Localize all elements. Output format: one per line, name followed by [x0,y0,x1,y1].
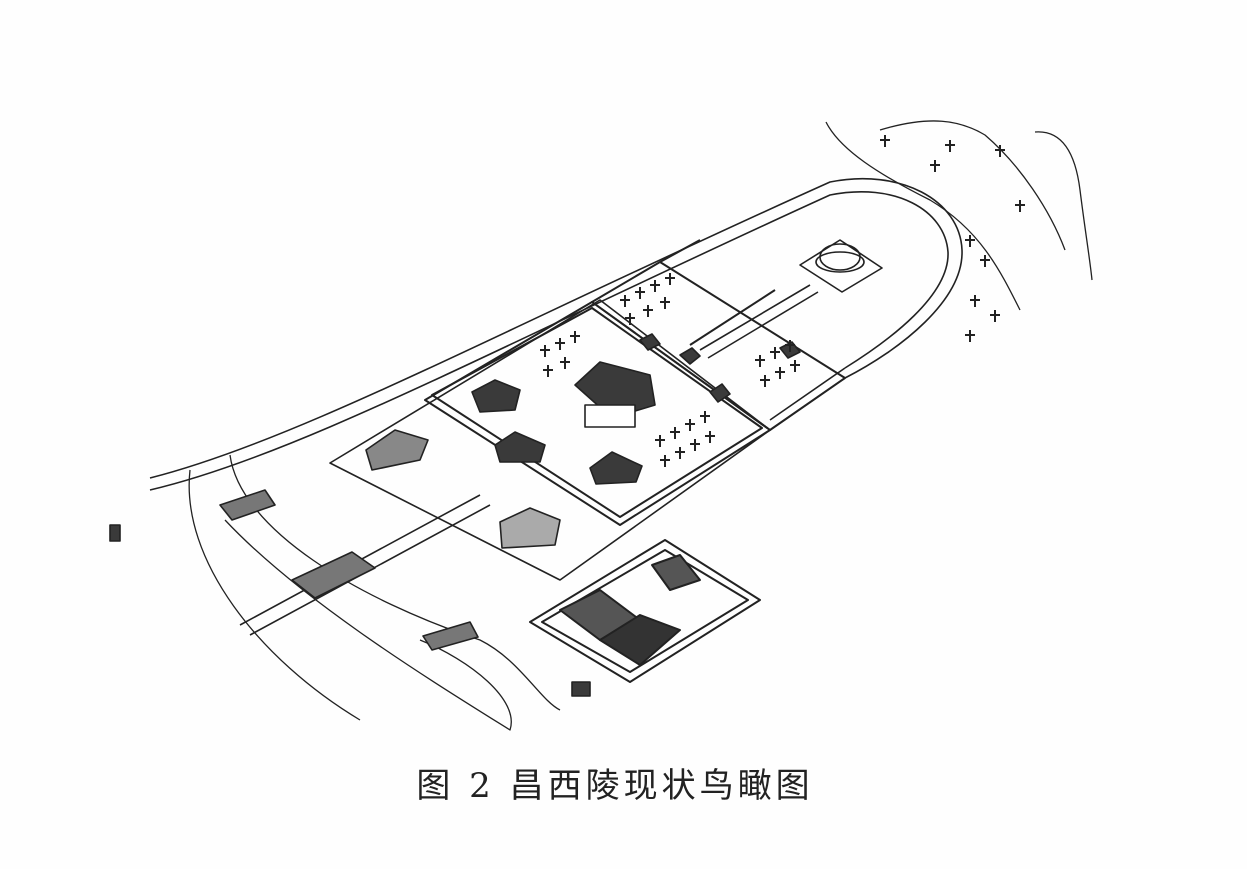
outer-wall [149,177,963,491]
hills [825,120,1093,311]
tree-mark [970,295,980,307]
tree-mark [995,145,1005,157]
tree-mark [685,419,695,431]
tree-mark [670,427,680,439]
tree-mark [675,447,685,459]
tree-mark [945,140,955,152]
tree-mark [775,367,785,379]
trees [540,135,1025,467]
tree-mark [690,439,700,451]
tree-mark [543,365,553,377]
tree-mark [570,331,580,343]
tree-mark [643,305,653,317]
tree-mark [755,355,765,367]
tree-mark [760,375,770,387]
tree-mark [990,310,1000,322]
tree-mark [700,411,710,423]
tree-mark [980,255,990,267]
tree-mark [620,295,630,307]
tree-mark [965,235,975,247]
tree-mark [770,347,780,359]
tree-mark [625,313,635,325]
tree-mark [790,360,800,372]
burial-mound [799,239,883,293]
tree-mark [665,273,675,285]
tree-mark [655,435,665,447]
figure-caption: 图 2 昌西陵现状鸟瞰图 [416,766,814,806]
tree-mark [930,160,940,172]
tree-mark [785,340,795,352]
tree-mark [660,455,670,467]
tree-mark [555,338,565,350]
tree-mark [660,297,670,309]
tree-mark [1015,200,1025,212]
tree-mark [540,345,550,357]
secondary-compound [529,539,761,683]
courtyard-walls [424,239,846,526]
tree-mark [965,330,975,342]
tree-mark [635,287,645,299]
tree-mark [560,357,570,369]
tree-mark [650,280,660,292]
tree-mark [880,135,890,147]
tree-mark [705,431,715,443]
bridges [219,489,479,651]
